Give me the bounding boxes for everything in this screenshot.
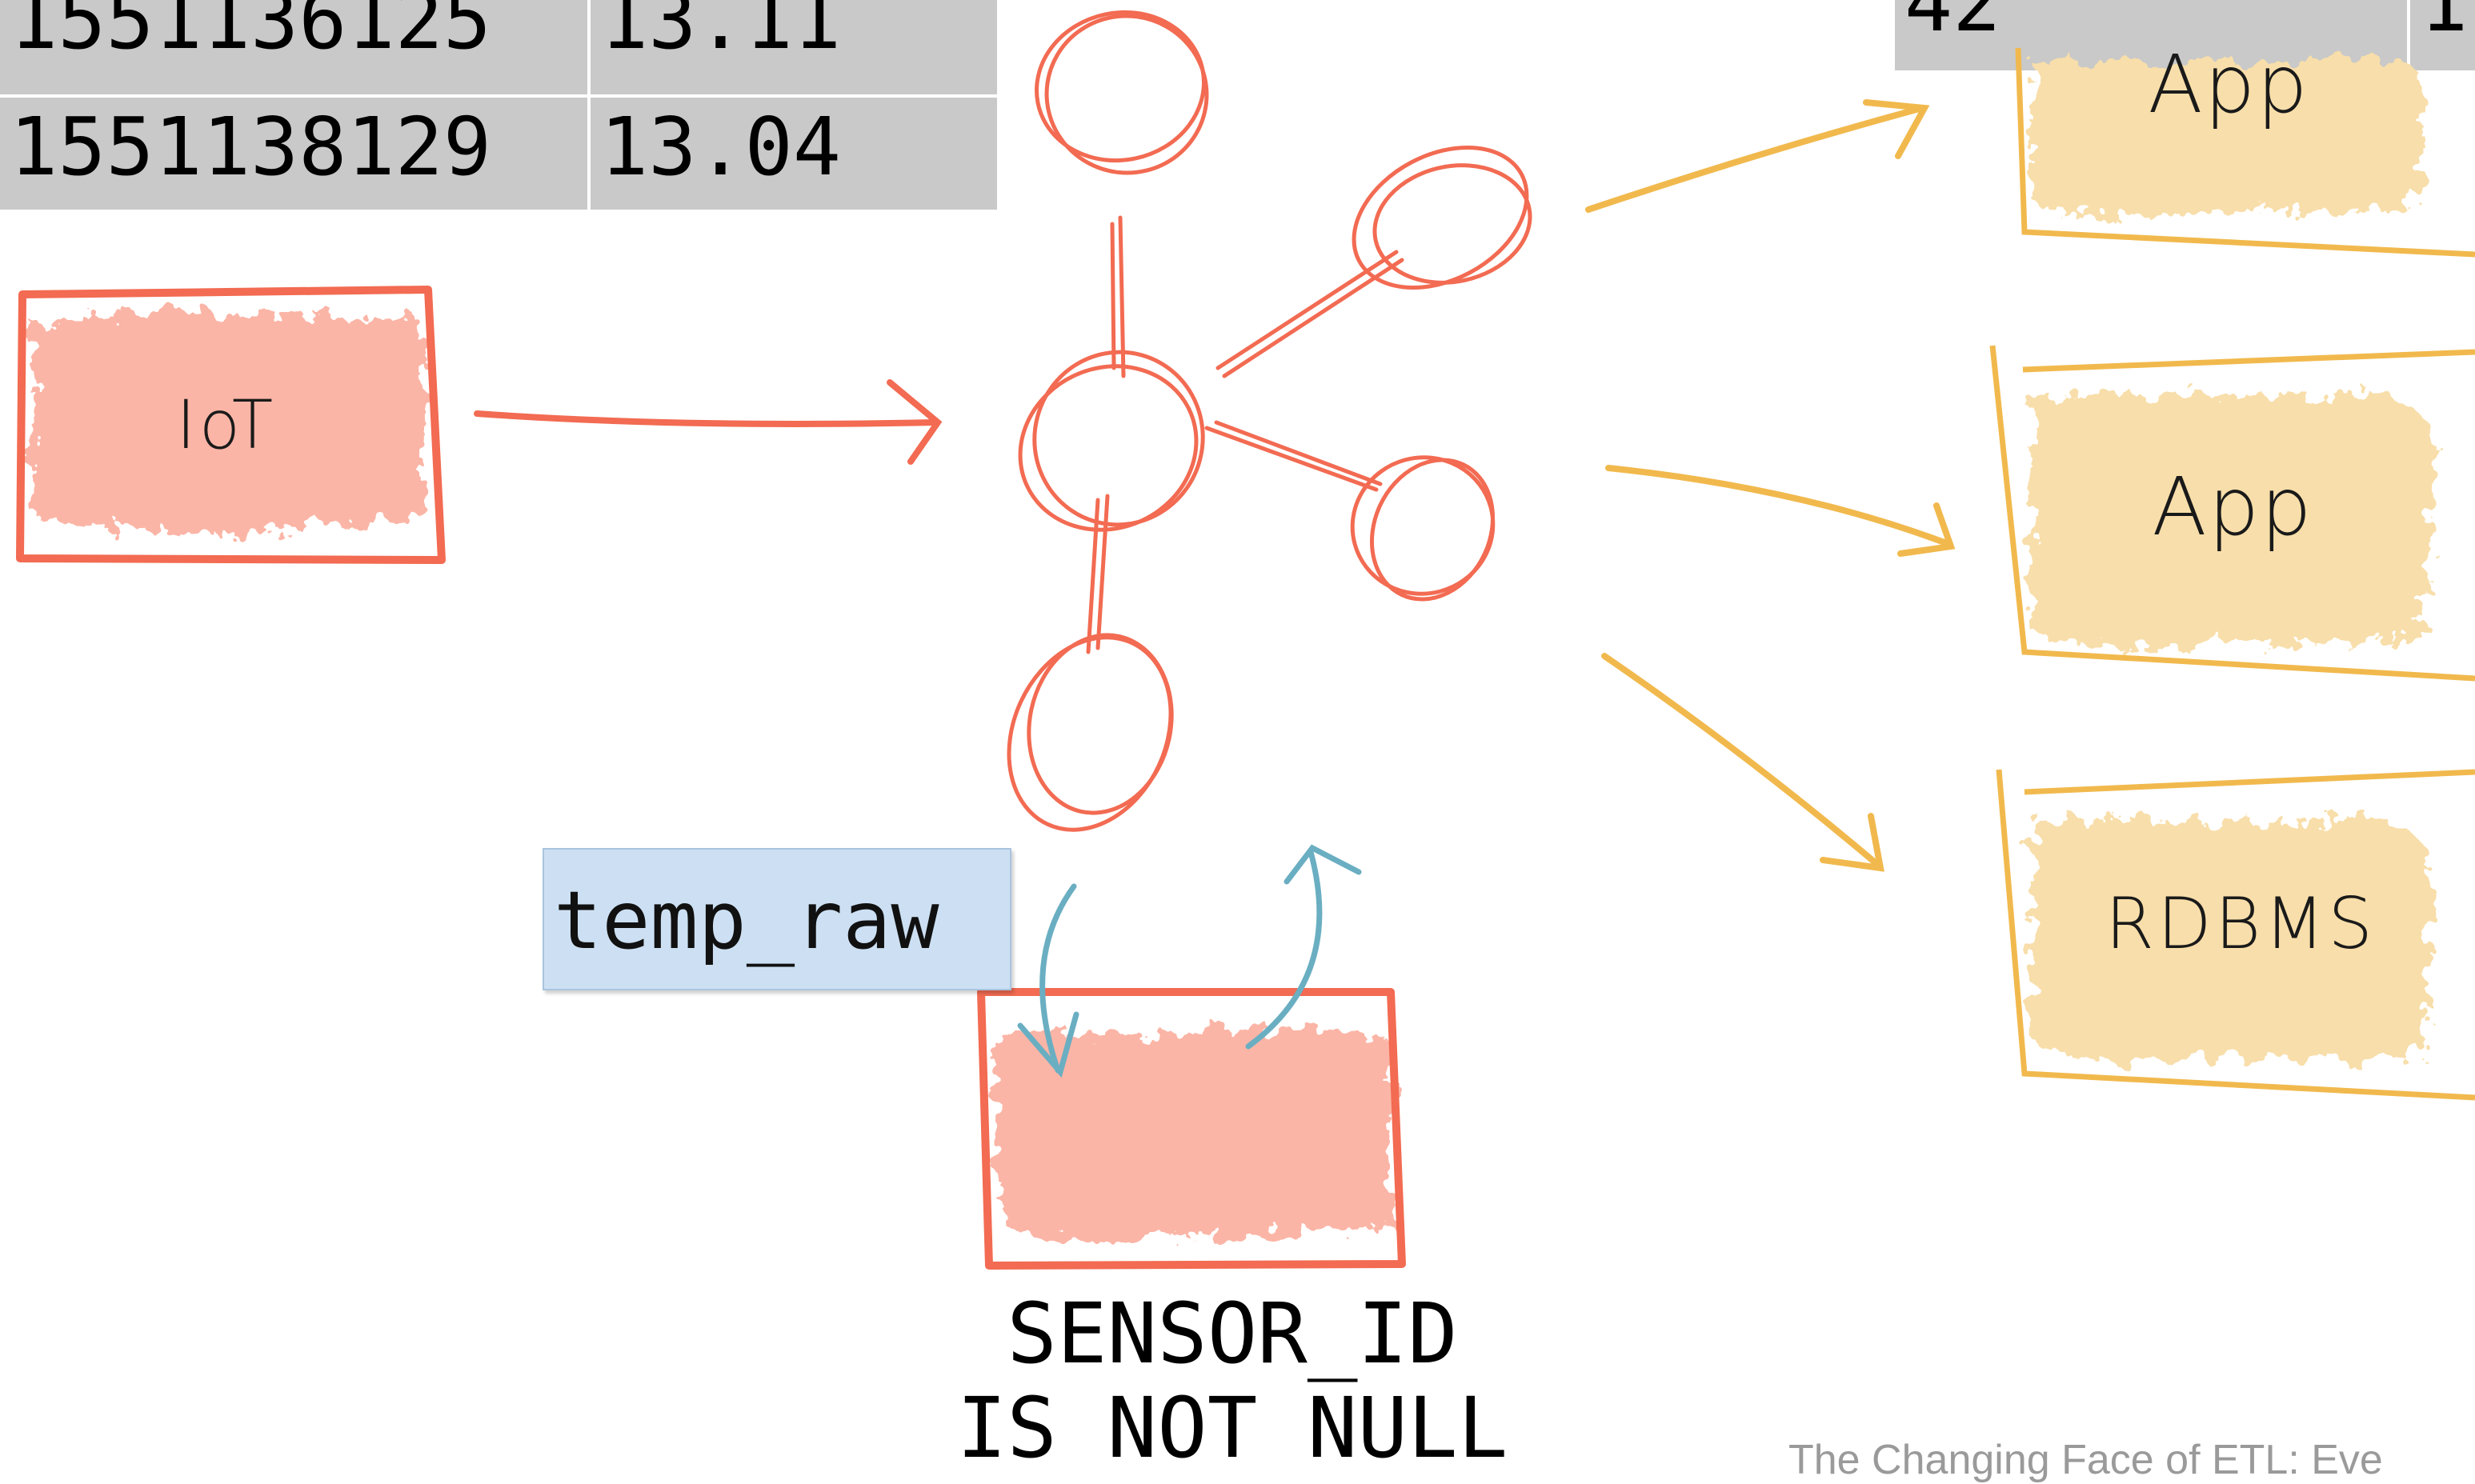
egress-arrows <box>1585 99 1956 872</box>
sink-box-rdbms <box>1996 769 2475 1101</box>
sink-label: App <box>2148 38 2309 131</box>
cell-text: 13.04 <box>600 100 842 194</box>
cell-text: 1551138129 <box>10 100 492 194</box>
sink-label: App <box>2152 460 2313 554</box>
table-cell: 1 <box>2410 0 2475 70</box>
sink-box-app-middle <box>1989 345 2475 682</box>
filter-line-1: SENSOR_ID <box>1007 1285 1458 1382</box>
sink-label: RDBMS <box>2105 882 2376 965</box>
source-label: IoT <box>176 386 276 464</box>
table-cell: 1551138129 <box>0 98 587 210</box>
ingest-arrow <box>474 379 943 465</box>
table-cell: 1551136125 <box>0 0 587 94</box>
table-cell: 13.11 <box>591 0 997 94</box>
table-cell: 13.04 <box>591 98 997 210</box>
stream-processor-box <box>977 988 1406 1270</box>
table-cell: 42 <box>1895 0 2407 70</box>
topic-label: temp_raw <box>543 848 1011 990</box>
cell-text: 1 <box>2420 0 2469 50</box>
slide-footer: The Changing Face of ETL: Eve <box>1788 1437 2383 1483</box>
kafka-cluster-icon <box>1007 10 1532 832</box>
filter-line-2: IS NOT NULL <box>956 1379 1508 1477</box>
sink-box-app-top <box>2015 47 2475 258</box>
cell-text: 13.11 <box>600 0 842 67</box>
cell-text: 42 <box>1904 0 2001 50</box>
processing-arrows <box>1017 844 1362 1078</box>
cell-text: 1551136125 <box>10 0 492 67</box>
iot-source-box <box>16 286 446 564</box>
